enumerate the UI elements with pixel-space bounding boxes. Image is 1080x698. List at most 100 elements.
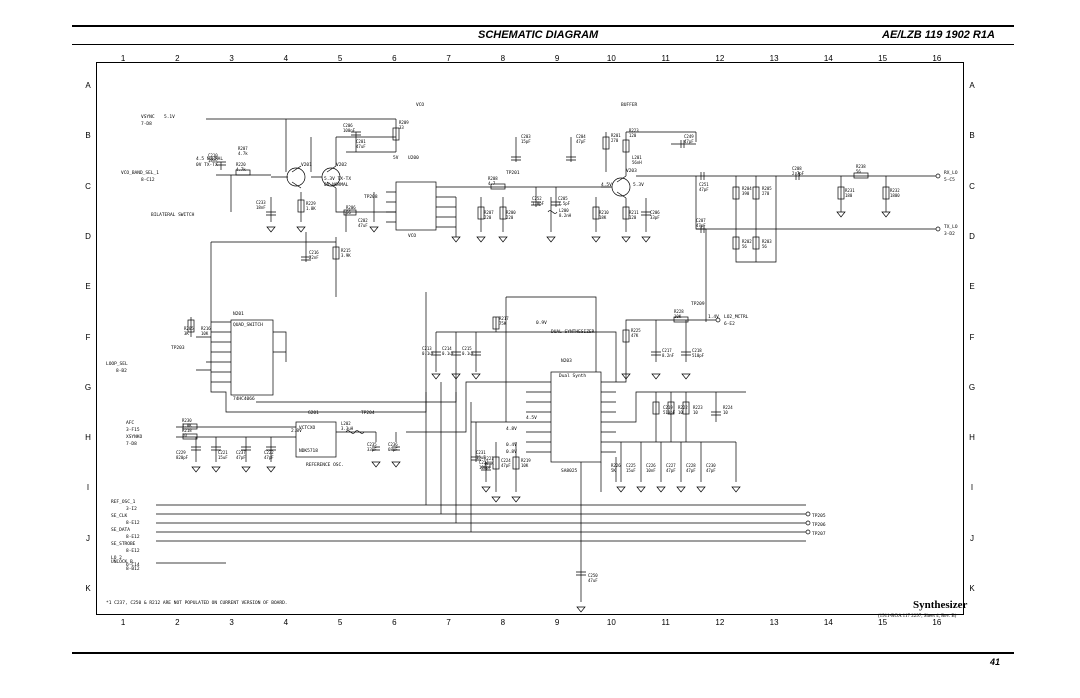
component-ref: R215 — [341, 248, 351, 253]
grid-column-label: 3 — [229, 54, 234, 63]
signal-tx-lo: TX_LO — [944, 224, 958, 230]
component-ref: C228 — [686, 463, 696, 468]
grid-column-label: 15 — [878, 618, 888, 627]
component-ref: L200 — [559, 208, 569, 213]
ic-synth-part: SA8025 — [561, 468, 578, 474]
component-value: 10 — [693, 410, 698, 415]
header-title: SCHEMATIC DIAGRAM — [478, 29, 599, 41]
component-value: 3K — [184, 331, 189, 336]
bus-4-name: LO_2 — [111, 555, 122, 561]
volt-3: 5.3V TX-TX — [324, 176, 351, 182]
signal-xsynk: XSYNKO — [126, 434, 143, 440]
signal-loop-sel: LOOP_SEL — [106, 361, 128, 367]
component-ref: C213 — [422, 346, 432, 351]
component-ref: C205 — [558, 196, 568, 201]
component-value: 0.1uF — [442, 351, 455, 356]
component-ref: R232 — [890, 188, 900, 193]
component-value: 56 — [346, 210, 351, 215]
component-ref: R217 — [499, 316, 509, 321]
component-value: 56 — [742, 244, 747, 249]
component-value: 510pF — [663, 410, 676, 415]
component-value: 10K — [674, 314, 682, 319]
component-value: 1.8pF — [532, 201, 545, 206]
signal-rx-lo-loc: 5-C5 — [944, 177, 955, 183]
signal-lo2-mctrl-loc: 6-E2 — [724, 321, 735, 327]
grid-column-label: 12 — [715, 618, 725, 627]
component-value: 0.1uF — [462, 351, 475, 356]
ic-osc-ref: G201 — [308, 410, 319, 416]
bus-1-loc: 8-E12 — [126, 520, 140, 526]
component-ref: R206 — [346, 205, 356, 210]
grid-row-label: K — [969, 583, 975, 593]
component-value: 2.7pF — [792, 171, 805, 176]
component-value: 180 — [845, 193, 853, 198]
tp-209: TP209 — [691, 301, 705, 307]
component-value: 47uF — [358, 223, 368, 228]
bus-0-name: REF_OSC_1 — [111, 499, 136, 505]
bus-3-loc: 8-E12 — [126, 548, 140, 554]
grid-row-label: A — [85, 81, 91, 91]
volt-5: 5V — [393, 155, 399, 161]
volt-0: 5.1V — [164, 114, 175, 120]
volt-7: 5.3V — [633, 182, 644, 188]
grid-row-label: I — [970, 483, 974, 493]
component-ref: R231 — [845, 188, 855, 193]
grid-column-label: 6 — [392, 54, 397, 63]
grid-row-label: E — [85, 282, 91, 292]
component-ref: C214 — [442, 346, 452, 351]
signal-afc: AFC — [126, 420, 134, 426]
component-ref: R238 — [856, 164, 866, 169]
component-value: 47uF — [356, 144, 366, 149]
component-value: 47uF — [588, 578, 598, 583]
footnote: *1 C237, C250 & R212 ARE NOT POPULATED O… — [106, 600, 288, 606]
signal-rx-lo: RX_LO — [944, 170, 958, 176]
grid-row-label: D — [969, 231, 975, 241]
volt-6: 4.5V — [601, 182, 612, 188]
grid-column-label: 11 — [661, 54, 670, 63]
component-value: 10 — [678, 410, 683, 415]
component-value: 10nF — [646, 468, 656, 473]
component-value: 10 — [182, 433, 187, 438]
grid-column-label: 7 — [446, 618, 451, 627]
component-ref: C225 — [626, 463, 636, 468]
component-value: 1.8K — [306, 206, 316, 211]
grid-column-label: 10 — [606, 618, 616, 627]
grid-column-label: 4 — [283, 618, 289, 627]
component-value: 18nF — [208, 158, 218, 163]
component-value: 8.2nH — [559, 213, 572, 218]
component-ref: R225 — [631, 328, 641, 333]
component-ref: R210 — [599, 210, 609, 215]
component-value: 47pF — [684, 139, 694, 144]
tp-208: TP208 — [364, 194, 378, 200]
component-ref: R219 — [521, 458, 531, 463]
volt-10: 4.5V — [526, 415, 537, 421]
grid-column-label: 8 — [500, 618, 506, 627]
grid-row-label: C — [969, 181, 975, 191]
component-ref: C201 — [356, 139, 366, 144]
grid-row-label: J — [86, 533, 90, 543]
header-rule-top — [72, 25, 1014, 27]
signal-unlock-loc: 8-B12 — [126, 566, 140, 572]
component-ref: R202 — [742, 239, 752, 244]
component-ref: C206 — [650, 210, 660, 215]
component-ref: R207 — [484, 210, 494, 215]
header-doc-code: AE/LZB 119 1902 R1A — [882, 29, 995, 41]
grid-row-label: H — [969, 433, 975, 443]
component-value: 1.5pF — [558, 201, 571, 206]
component-ref: R207 — [238, 146, 248, 151]
volt-2: 0V TX-TX — [196, 162, 218, 168]
component-ref: C237 — [236, 450, 246, 455]
component-ref: C233 — [256, 200, 266, 205]
component-ref: R205 — [184, 326, 194, 331]
component-value: 390 — [742, 191, 750, 196]
grid-column-label: 7 — [446, 54, 451, 63]
component-value: 47pF — [696, 223, 706, 228]
component-ref: R209 — [399, 120, 409, 125]
component-value: 47pF — [686, 468, 696, 473]
ic-n201-part: 74HC4066 — [233, 396, 255, 402]
grid-row-label: I — [86, 483, 90, 493]
component-value: 270 — [762, 191, 770, 196]
ic-n201-title: QUAD_SWITCH — [233, 322, 263, 328]
volt-9: 1.4V — [708, 314, 719, 320]
component-ref: R205 — [762, 186, 772, 191]
